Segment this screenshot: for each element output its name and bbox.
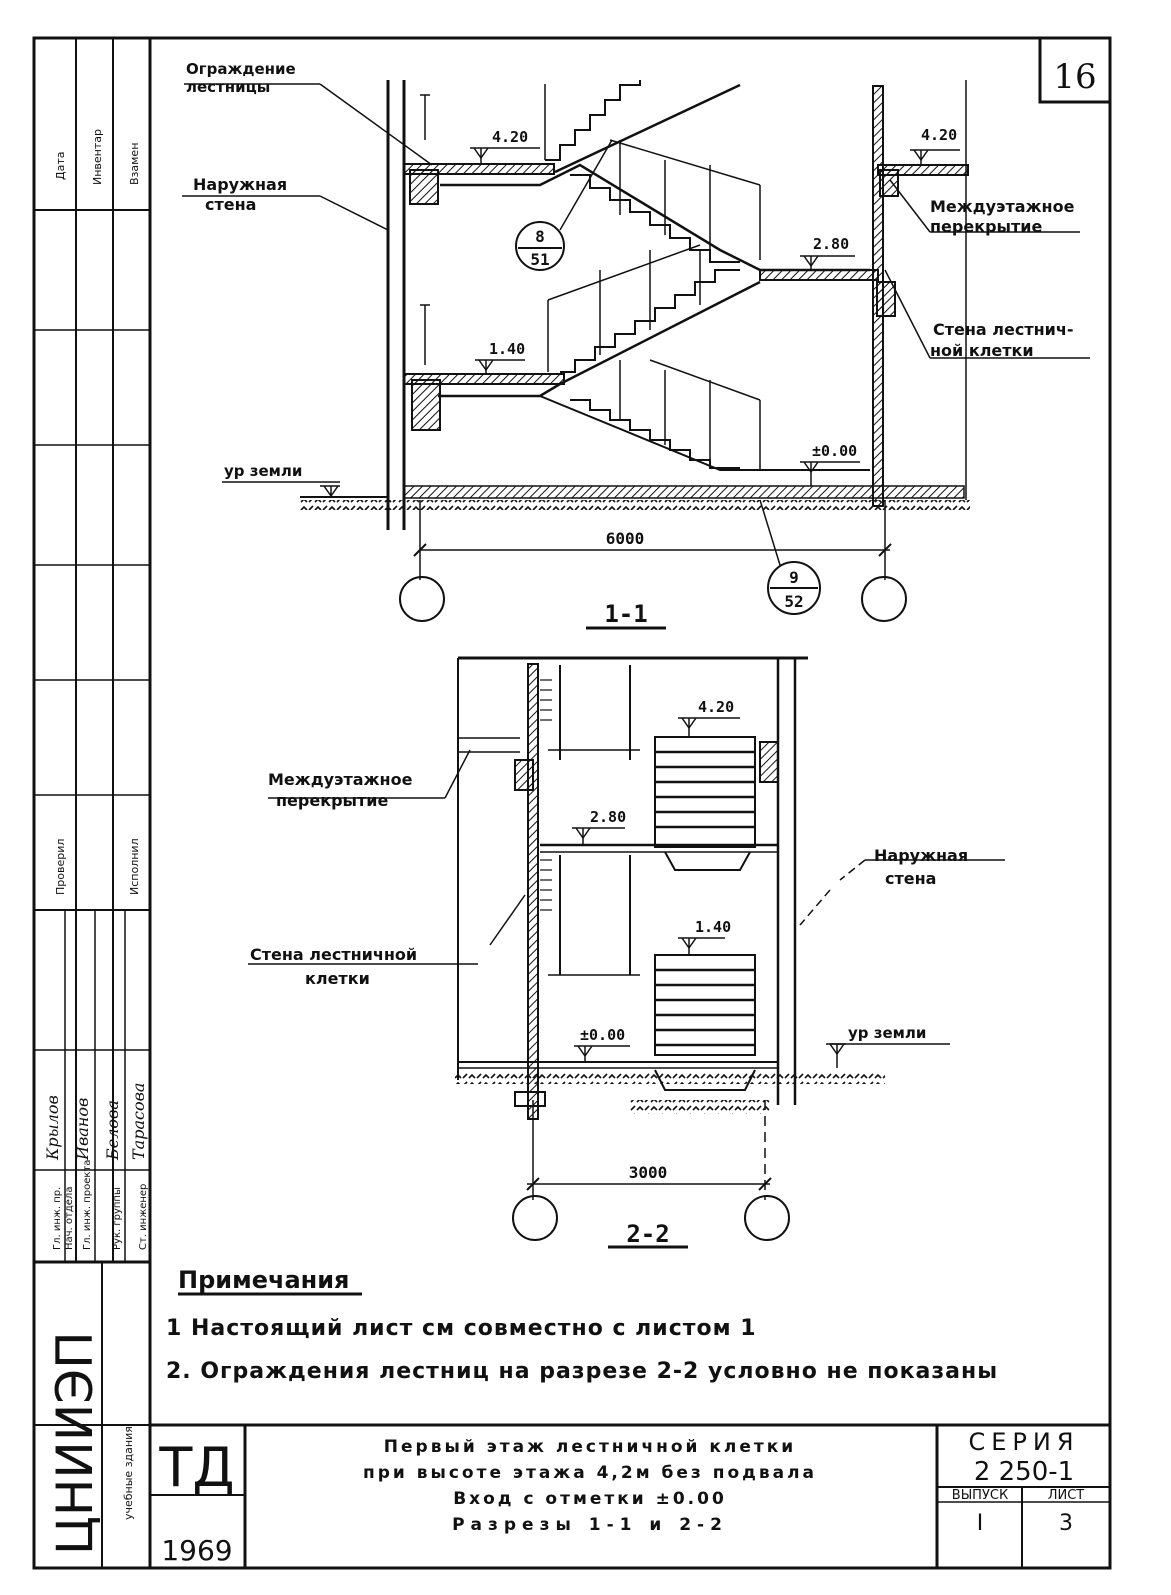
section-1-1-title: 1-1 [604,600,647,628]
axis-circle-left [399,576,445,622]
stair-wall-column [527,663,539,1120]
axis-circle-right [861,576,907,622]
organization-name: ЦНИИЭП [46,1331,104,1555]
earth-hatch [300,500,970,510]
notes-heading: Примечания [178,1266,349,1294]
label-stair-wall-2: ной клетки [930,341,1034,360]
strip-label-date: Дата [54,152,67,180]
ref-9-num: 9 [789,568,799,587]
side-strip [34,38,150,1568]
label-2-ground-level: ур земли [848,1024,926,1042]
level-2-0-00: ±0.00 [580,1026,625,1044]
section-2-2 [248,656,1005,1249]
dimension-3000: 3000 [629,1163,668,1182]
sheet-label: ЛИСТ [1048,1488,1085,1503]
td-mark: ТД [158,1436,234,1499]
strip-label-inventory: Инвентар [91,129,104,185]
year: 1969 [161,1534,232,1567]
axis-circle-2-left [512,1195,558,1241]
series-value: 2 250-1 [974,1457,1074,1487]
sign-role-2: Нач. отдела [64,1187,75,1250]
issue-value: I [977,1511,984,1536]
level-4-20-right: 4.20 [921,126,957,144]
sheet-number-box [1038,36,1112,104]
series-label: СЕРИЯ [968,1428,1079,1456]
title-line-3: Вход с отметки ±0.00 [453,1489,727,1509]
label-2-stair-wall-1: Стена лестничной [250,945,417,964]
label-ground-level: ур земли [224,462,302,480]
label-2-floor-slab-2: перекрытие [276,791,388,810]
issue-label: ВЫПУСК [952,1488,1008,1503]
strip-label-checked: Проверил [54,839,67,895]
label-floor-slab-1: Междуэтажное [930,197,1075,216]
title-line-1: Первый этаж лестничной клетки [384,1437,796,1457]
section-2-2-title: 2-2 [626,1220,669,1248]
note-2: 2. Ограждения лестниц на разрезе 2-2 усл… [166,1359,998,1384]
level-2-1-40: 1.40 [695,918,731,936]
ref-9-sheet: 52 [784,592,803,611]
ref-circle-8-51 [515,221,565,271]
title-line-2: при высоте этажа 4,2м без подвала [363,1463,817,1483]
strip-label-executed: Исполнил [128,838,141,895]
label-2-outer-wall-1: Наружная [874,846,968,865]
landing-1-40 [403,373,565,385]
sheet-number: 16 [1053,57,1096,97]
strip-label-replace: Взамен [128,143,141,185]
label-floor-slab-2: перекрытие [930,217,1042,236]
label-2-floor-slab-1: Междуэтажное [268,770,413,789]
title-block [150,1423,1110,1568]
flight-4-20-treads [654,736,756,848]
label-stair-wall-1: Стена лестнич- [933,320,1074,339]
sign-role-5: Ст. инженер [138,1184,149,1250]
title-line-4: Разрезы 1-1 и 2-2 [452,1515,728,1535]
strip-bottom-label: учебные здания [122,1426,135,1520]
ground-floor-slab [403,485,965,499]
label-2-stair-wall-2: клетки [305,969,370,988]
sign-role-1: Гл. инж. пр. [52,1187,63,1250]
sheet-value: 3 [1059,1511,1073,1536]
level-2-80: 2.80 [813,235,849,253]
label-2-outer-wall-2: стена [885,869,936,888]
floor-slab-right [877,164,969,176]
section-1-1 [182,80,1090,630]
level-2-2-80: 2.80 [590,808,626,826]
sheet-frame [32,36,1112,1570]
signature-1: Крылов [43,1095,62,1161]
sign-role-4: Рук. группы [112,1187,123,1250]
ref-8-num: 8 [535,227,545,246]
level-4-20-left: 4.20 [492,128,528,146]
level-2-4-20: 4.20 [698,698,734,716]
sign-role-3: Гл. инж. проекта [82,1160,93,1250]
signature-2: Иванов [73,1098,92,1161]
signature-3: Белова [103,1100,122,1161]
flight-1-40-treads [654,954,756,1056]
level-1-40: 1.40 [489,340,525,358]
label-railing-2: лестницы [186,78,270,96]
dimension-6000: 6000 [606,529,645,548]
level-0-00: ±0.00 [812,442,857,460]
signature-4: Тарасова [129,1083,148,1160]
ref-circle-9-52 [767,561,821,615]
note-1: 1 Настоящий лист см совместно с листом 1 [166,1316,757,1341]
ref-8-sheet: 51 [530,250,549,269]
label-outer-wall-2: стена [205,195,256,214]
landing-2-80 [759,269,879,281]
label-railing-1: Ограждение [186,60,296,78]
label-outer-wall-1: Наружная [193,175,287,194]
axis-circle-2-right [744,1195,790,1241]
